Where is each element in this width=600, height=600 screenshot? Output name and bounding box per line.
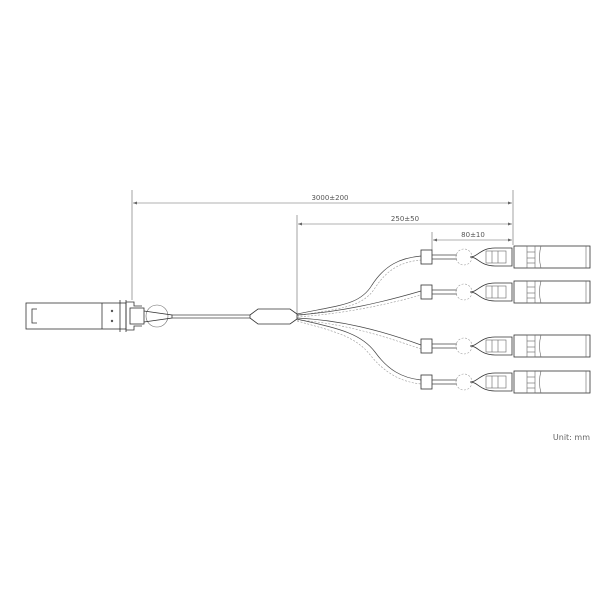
dimension-label-overall: 3000±200 (311, 194, 348, 202)
dimension-label-breakout: 250±50 (391, 215, 419, 223)
dimension-pull-tab: 80±10 (431, 231, 512, 250)
branch-connector-2 (420, 280, 591, 304)
unit-label: Unit: mm (553, 433, 590, 442)
branch-connector-4 (420, 370, 591, 394)
dimension-overall: 3000±200 (131, 190, 514, 300)
main-connector (25, 300, 173, 332)
splitter-boot (249, 308, 298, 325)
dimension-label-pull-tab: 80±10 (461, 231, 485, 239)
main-cable (172, 314, 250, 319)
breakout-branches (296, 255, 422, 385)
branch-connector-1 (420, 245, 591, 269)
dimension-breakout: 250±50 (296, 215, 512, 315)
branch-connector-3 (420, 334, 591, 358)
